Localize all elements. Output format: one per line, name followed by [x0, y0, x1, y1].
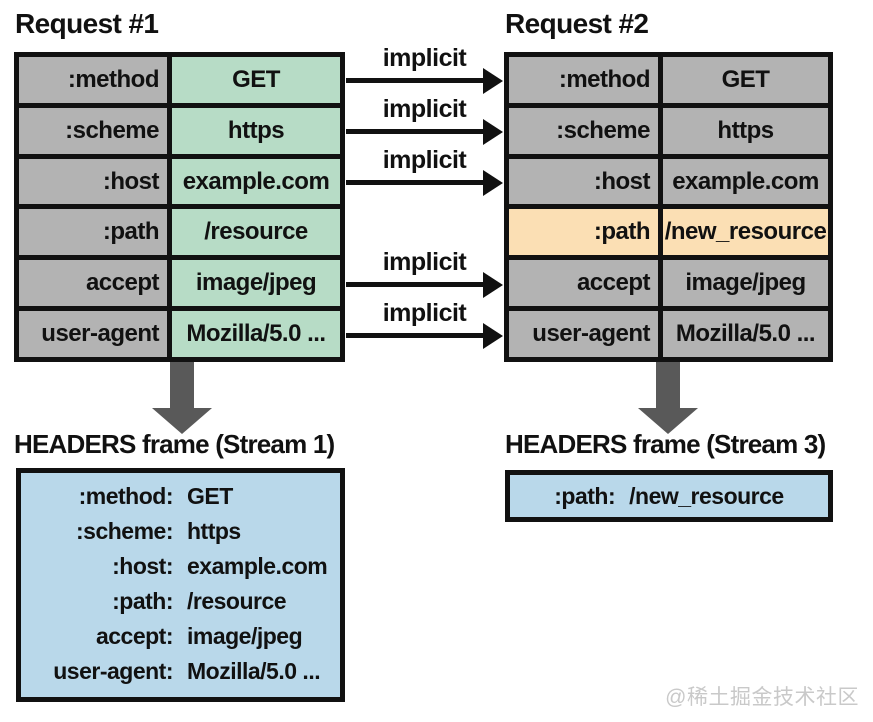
down-arrow-shaft [170, 362, 194, 408]
arrow-head-icon [483, 119, 503, 145]
frame1-headers-box: :method: GET :scheme: https :host: examp… [16, 468, 345, 702]
arrow-line [346, 78, 487, 83]
arrow-head-icon [483, 272, 503, 298]
header-name-cell: :path [19, 209, 167, 256]
frame3-headers-box: :path: /new_resource [505, 470, 833, 522]
request1-header-table: :method GET :scheme https :host example.… [14, 52, 345, 362]
arrow-line [346, 129, 487, 134]
request2-title: Request #2 [505, 8, 649, 39]
arrow-line [346, 282, 487, 287]
header-name-cell: :method [509, 57, 658, 103]
implicit-label: implicit [382, 299, 467, 327]
entry-key: accept: [95, 623, 174, 649]
entry-key: user-agent: [53, 658, 173, 684]
frame1-title: HEADERS frame (Stream 1) [14, 429, 335, 459]
header-value-cell: https [172, 107, 340, 154]
header-name-cell: :scheme [509, 107, 658, 154]
request1-title: Request #1 [15, 8, 159, 39]
entry-value: /resource [187, 588, 287, 614]
header-name-cell: :method [19, 57, 167, 103]
entry-key: :path: [112, 588, 173, 614]
header-value-cell: example.com [663, 158, 828, 205]
arrow-head-icon [483, 68, 503, 94]
frame-entry: :host: example.com [21, 549, 340, 584]
header-value-cell: Mozilla/5.0 ... [172, 311, 340, 357]
header-value-cell: GET [172, 57, 340, 103]
header-name-cell: :scheme [19, 107, 167, 154]
entry-key: :host: [112, 553, 173, 579]
header-value-cell-highlighted: /new_resource [663, 209, 828, 256]
entry-key: :method: [78, 483, 174, 509]
header-name-cell: user-agent [19, 311, 167, 357]
header-name-cell: user-agent [509, 311, 658, 357]
entry-value: image/jpeg [187, 623, 303, 649]
entry-key: :scheme: [76, 518, 173, 544]
entry-value: example.com [187, 553, 328, 579]
frame-entry: user-agent: Mozilla/5.0 ... [21, 654, 340, 689]
arrow-line [346, 180, 487, 185]
down-arrow-icon [152, 408, 212, 434]
down-arrow-icon [638, 408, 698, 434]
arrow-head-icon [483, 323, 503, 349]
entry-value: GET [187, 483, 233, 509]
header-value-cell: GET [663, 57, 828, 103]
header-value-cell: https [663, 107, 828, 154]
arrow-head-icon [483, 170, 503, 196]
frame-entry: :path: /new_resource [554, 482, 784, 510]
frame-entry: accept: image/jpeg [21, 619, 340, 654]
arrow-line [346, 333, 487, 338]
header-name-cell: :host [509, 158, 658, 205]
header-value-cell: /resource [172, 209, 340, 256]
header-name-cell: accept [509, 260, 658, 307]
implicit-label: implicit [382, 146, 467, 174]
header-value-cell: image/jpeg [172, 260, 340, 307]
frame-entry: :method: GET [21, 479, 340, 514]
request2-header-table: :method GET :scheme https :host example.… [504, 52, 833, 362]
entry-value: https [187, 518, 241, 544]
frame-entry: :scheme: https [21, 514, 340, 549]
entry-value: /new_resource [629, 482, 784, 509]
header-value-cell: Mozilla/5.0 ... [663, 311, 828, 357]
implicit-label: implicit [382, 44, 467, 72]
implicit-label: implicit [382, 248, 467, 276]
header-name-cell: :host [19, 158, 167, 205]
frame3-title: HEADERS frame (Stream 3) [505, 429, 826, 459]
header-name-cell: accept [19, 260, 167, 307]
header-value-cell: example.com [172, 158, 340, 205]
down-arrow-shaft [656, 362, 680, 408]
entry-value: Mozilla/5.0 ... [187, 658, 321, 684]
implicit-label: implicit [382, 95, 467, 123]
entry-key: :path: [554, 482, 616, 509]
watermark-text: @稀土掘金技术社区 [665, 686, 859, 709]
header-value-cell: image/jpeg [663, 260, 828, 307]
header-name-cell-highlighted: :path [509, 209, 658, 256]
frame-entry: :path: /resource [21, 584, 340, 619]
